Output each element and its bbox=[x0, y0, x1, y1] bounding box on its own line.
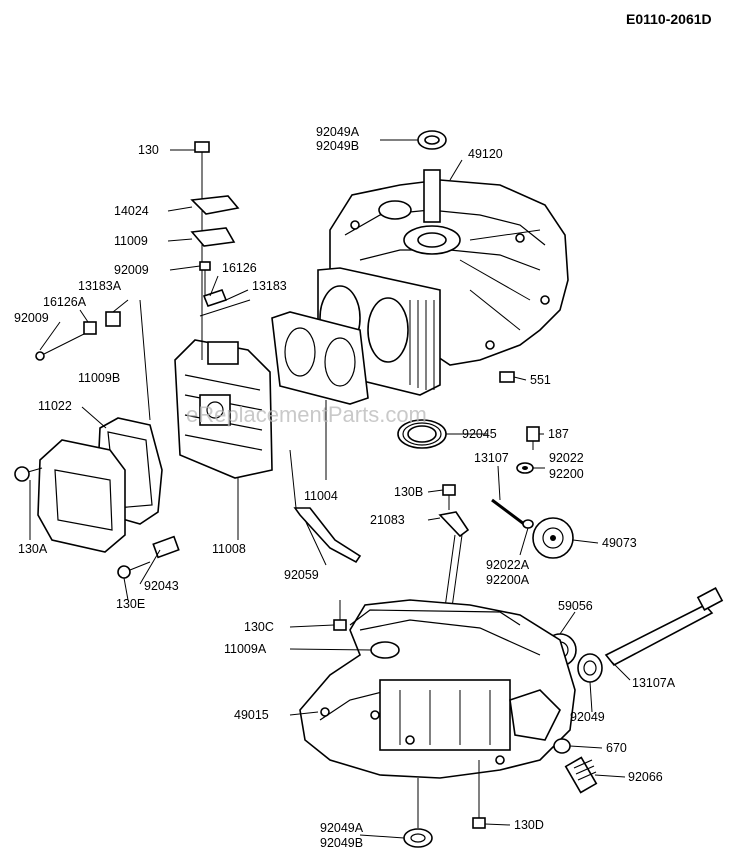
bolt-130D bbox=[472, 760, 486, 829]
label-130E: 130E bbox=[116, 597, 145, 611]
valve-parts-16126-13183 bbox=[199, 289, 251, 317]
oil-seal-bottom bbox=[403, 778, 433, 848]
gasket-11009A bbox=[349, 609, 521, 659]
gear-49073 bbox=[532, 517, 574, 559]
label-11009B: 11009B bbox=[78, 371, 120, 385]
crankcase-cover-49015 bbox=[299, 599, 576, 779]
collar-670 bbox=[553, 738, 571, 754]
label-59056: 59056 bbox=[558, 599, 593, 613]
label-187: 187 bbox=[548, 427, 569, 441]
bolt-130B bbox=[442, 484, 456, 510]
label-21083: 21083 bbox=[370, 513, 405, 527]
camshaft-13107A bbox=[604, 587, 724, 667]
diagram-id: E0110-2061D bbox=[626, 11, 712, 27]
label-49120: 49120 bbox=[468, 147, 503, 161]
bolt-130C bbox=[333, 600, 347, 631]
label-92022A: 92022A bbox=[486, 558, 530, 572]
label-92200A: 92200A bbox=[486, 573, 530, 587]
label-92066: 92066 bbox=[628, 770, 663, 784]
label-92022: 92022 bbox=[549, 451, 584, 465]
label-92009-b: 92009 bbox=[14, 311, 49, 325]
label-92049A-bottom: 92049A bbox=[320, 821, 364, 835]
shaft-13107 bbox=[491, 498, 525, 526]
label-670: 670 bbox=[606, 741, 627, 755]
label-13107A: 13107A bbox=[632, 676, 676, 690]
cylinder-head-11008 bbox=[174, 339, 273, 479]
left-linkage-parts bbox=[35, 311, 121, 361]
label-92049-low: 92049 bbox=[570, 710, 605, 724]
label-13107: 13107 bbox=[474, 451, 509, 465]
label-11022: 11022 bbox=[38, 399, 72, 413]
breather-plates bbox=[190, 195, 240, 247]
label-92009-a: 92009 bbox=[114, 263, 149, 277]
label-130B: 130B bbox=[394, 485, 423, 499]
rocker-cover-11022 bbox=[37, 439, 126, 553]
bolt-130A bbox=[14, 466, 43, 482]
gasket-11004 bbox=[271, 311, 369, 405]
label-130: 130 bbox=[138, 143, 159, 157]
label-92045: 92045 bbox=[462, 427, 497, 441]
label-92043: 92043 bbox=[144, 579, 179, 593]
label-11004: 11004 bbox=[304, 489, 338, 503]
label-92200: 92200 bbox=[549, 467, 584, 481]
label-11009A: 11009A bbox=[224, 642, 267, 656]
label-130A: 130A bbox=[18, 542, 48, 556]
label-11009: 11009 bbox=[114, 234, 148, 248]
label-14024: 14024 bbox=[114, 204, 149, 218]
pin-551 bbox=[499, 371, 515, 383]
washers-92022A-92200A bbox=[522, 519, 534, 529]
label-49015: 49015 bbox=[234, 708, 269, 722]
label-551: 551 bbox=[530, 373, 551, 387]
label-13183A: 13183A bbox=[78, 279, 122, 293]
leader-lines bbox=[29, 139, 631, 839]
label-92049A-top: 92049A bbox=[316, 125, 360, 139]
label-49073: 49073 bbox=[602, 536, 637, 550]
oil-seal-top bbox=[417, 130, 447, 150]
washers-92022-92200 bbox=[516, 462, 534, 474]
label-92049B-bottom: 92049B bbox=[320, 836, 363, 850]
hose-92059 bbox=[293, 507, 362, 564]
oil-seal-92049 bbox=[577, 653, 603, 683]
part-number-labels: 92049A 92049B 49120 130 14024 11009 9200… bbox=[14, 125, 676, 850]
label-11008: 11008 bbox=[212, 542, 246, 556]
label-130C: 130C bbox=[244, 620, 274, 634]
label-16126: 16126 bbox=[222, 261, 257, 275]
bearing-92045 bbox=[397, 419, 447, 449]
watermark: eReplacementParts.com bbox=[186, 402, 427, 427]
label-16126A: 16126A bbox=[43, 295, 87, 309]
label-130D: 130D bbox=[514, 818, 544, 832]
label-13183: 13183 bbox=[252, 279, 287, 293]
pin-92043 bbox=[152, 535, 180, 559]
plug-92066 bbox=[564, 756, 598, 794]
bolt-130 bbox=[194, 141, 210, 360]
label-92059: 92059 bbox=[284, 568, 319, 582]
bolt-187 bbox=[526, 426, 540, 450]
label-92049B-top: 92049B bbox=[316, 139, 359, 153]
